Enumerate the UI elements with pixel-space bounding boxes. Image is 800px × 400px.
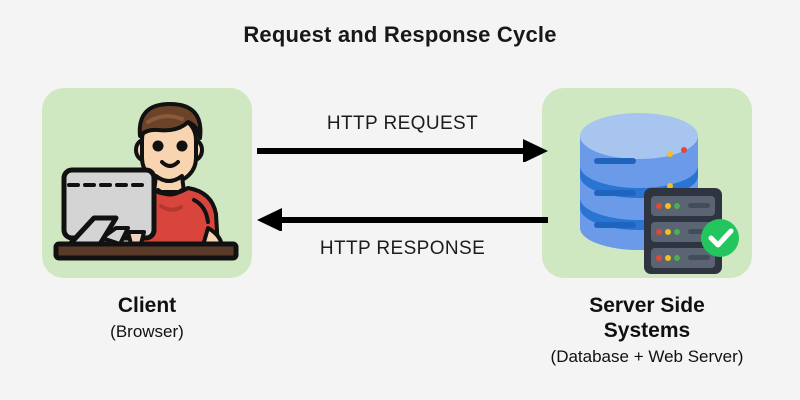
page-title: Request and Response Cycle [243, 22, 557, 47]
server-title: Server Side Systems [589, 294, 705, 342]
server-subtitle: (Database + Web Server) [550, 347, 744, 366]
client-title: Client [117, 294, 177, 317]
client-subtitle: (Browser) [110, 322, 184, 341]
database-server-rack-icon [580, 113, 739, 274]
client-caption: Client (Browser) [42, 293, 252, 344]
response-arrow-group: HTTP RESPONSE [255, 205, 550, 261]
request-arrow-label: HTTP REQUEST [326, 113, 479, 134]
check-badge-icon [701, 219, 739, 257]
response-arrow-label: HTTP RESPONSE [319, 238, 486, 259]
server-panel [542, 88, 752, 278]
server-caption: Server Side Systems (Database + Web Serv… [512, 293, 782, 369]
arrow-left-icon [257, 208, 548, 231]
eye-right-icon [176, 140, 188, 152]
eye-left-icon [152, 140, 164, 152]
client-panel [42, 88, 252, 278]
arrow-right-icon [257, 139, 548, 162]
person-at-computer-icon [53, 102, 239, 261]
server-rack-icon [644, 188, 722, 274]
request-arrow-group: HTTP REQUEST [255, 112, 550, 162]
